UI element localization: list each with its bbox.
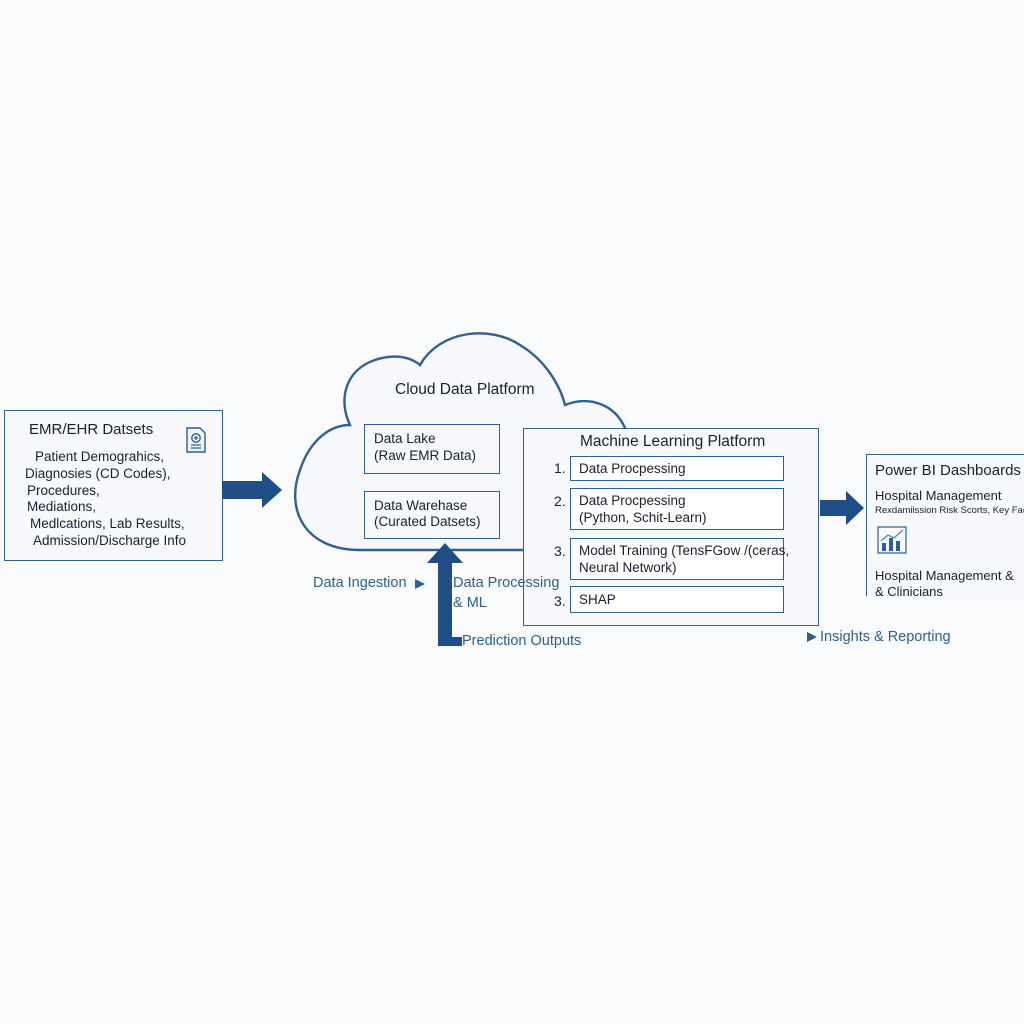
data-warehouse-box: Data Warehase (Curated Datsets)	[364, 491, 500, 539]
ml-step-model-training: Model Training (TensFGow /(ceras, Neural…	[570, 538, 789, 580]
label-data-processing-ml: & ML	[453, 595, 487, 611]
emr-item: Admission/Discharge Info	[33, 532, 187, 548]
power-bi-box: Power BI Dashboards Hospital Management …	[866, 454, 1024, 599]
power-bi-line1: Hospital Management	[875, 488, 1002, 503]
ml-step-data-processing-python: Data Procpessing (Python, Schit-Learn)	[570, 488, 784, 530]
step-label: SHAP	[579, 592, 616, 607]
step-sublabel: Neural Network)	[579, 560, 677, 575]
step-sublabel: (Python, Schit-Learn)	[579, 510, 707, 525]
cloud-title: Cloud Data Platform	[395, 381, 535, 398]
emr-item: Patient Demograhics,	[35, 449, 165, 464]
emr-items: Patient Demograhics, Diagnosies (CD Code…	[5, 449, 224, 550]
arrow-right-icon	[222, 472, 282, 508]
emr-item: Medlcations, Lab Results,	[30, 516, 185, 532]
step-number: 3.	[554, 593, 566, 609]
step-number: 1.	[554, 460, 566, 476]
ml-title: Machine Learning Platform	[580, 433, 766, 450]
label-insights-reporting: Insights & Reporting	[820, 629, 951, 645]
emr-title: EMR/EHR Datsets	[29, 421, 154, 438]
data-warehouse-subtitle: (Curated Datsets)	[374, 514, 481, 529]
step-label: Model Training (TensFGow /(ceras,	[579, 543, 790, 558]
document-icon	[185, 427, 207, 458]
power-bi-title: Power BI Dashboards	[875, 462, 1021, 479]
arrow-right-icon	[820, 491, 864, 525]
data-lake-title: Data Lake	[374, 431, 436, 446]
power-bi-line4: & Clinicians	[875, 584, 943, 599]
data-warehouse-title: Data Warehase	[374, 498, 468, 513]
label-data-processing: Data Processing	[453, 575, 560, 591]
emr-item: Mediations,	[27, 499, 97, 515]
power-bi-line3: Hospital Management &	[875, 568, 1014, 583]
triangle-right-icon	[807, 632, 817, 642]
arrow-up-icon	[427, 543, 463, 646]
label-prediction-outputs: Prediction Outputs	[462, 633, 582, 649]
emr-item: Diagnosies (CD Codes),	[25, 465, 171, 481]
ml-step-data-processing: Data Procpessing	[570, 456, 784, 481]
label-data-ingestion: Data Ingestion	[313, 575, 407, 591]
emr-datasets-box: EMR/EHR Datsets Patient Demograhics, Dia…	[4, 410, 223, 561]
data-lake-box: Data Lake (Raw EMR Data)	[364, 424, 500, 474]
ml-platform-box: Machine Learning Platform 1. Data Procpe…	[523, 428, 819, 626]
step-number: 2.	[554, 493, 566, 509]
step-label: Data Procpessing	[579, 461, 686, 476]
step-label: Data Procpessing	[579, 493, 686, 508]
data-lake-subtitle: (Raw EMR Data)	[374, 448, 477, 463]
ml-step-shap: SHAP	[570, 586, 784, 613]
bar-chart-icon	[877, 526, 907, 559]
triangle-right-icon	[415, 579, 425, 589]
emr-item: Procedures,	[27, 482, 100, 498]
power-bi-line2: Rexdamiission Risk Scorts, Key Factars	[875, 505, 1024, 516]
step-number: 3.	[554, 543, 566, 559]
